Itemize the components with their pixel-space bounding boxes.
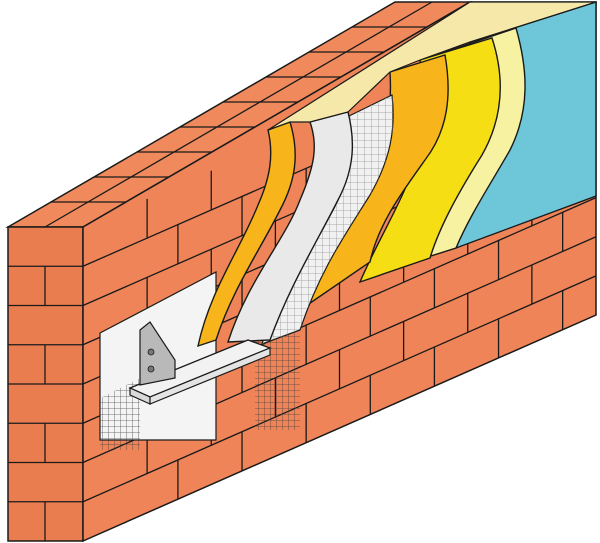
layer-stack (197, 1, 597, 348)
top-mortar-center (44, 1, 433, 228)
bracket-bolt (147, 348, 155, 356)
starter-bracket (139, 321, 176, 386)
starter-shelf (128, 339, 272, 405)
layer-top-strip (267, 1, 597, 131)
bracket-bolt (147, 365, 155, 373)
layer-insulation-board (227, 111, 354, 343)
cutout-mesh (100, 378, 140, 450)
shelf-side (149, 347, 271, 405)
layer-adhesive (197, 121, 296, 348)
